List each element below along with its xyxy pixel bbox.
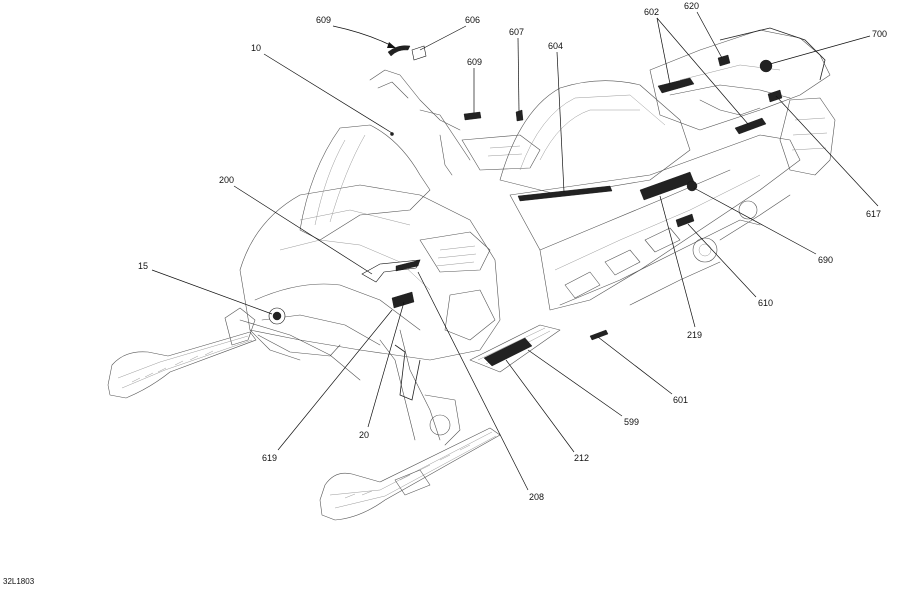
decal-602-a	[657, 77, 695, 94]
callout-700: 700	[872, 29, 887, 39]
decal-700	[759, 59, 773, 73]
callout-609-top: 609	[316, 15, 331, 25]
decal-219	[639, 171, 695, 201]
decal-15-inner	[272, 311, 282, 321]
handlebars	[369, 69, 541, 176]
callout-609-console: 609	[467, 57, 482, 67]
front-suspension	[239, 319, 461, 446]
left-ski	[107, 307, 257, 399]
leader-lines	[151, 11, 879, 491]
snowmobile-line-art	[107, 27, 836, 521]
callout-690: 690	[818, 255, 833, 265]
decal-212	[483, 337, 533, 367]
callout-200: 200	[219, 175, 234, 185]
callout-607: 607	[509, 27, 524, 37]
tunnel-chassis	[509, 134, 801, 311]
callout-20: 20	[359, 430, 369, 440]
callout-labels: 609 606 607 602 620 700 10 604 609 200 6…	[138, 1, 887, 502]
decal-602-b	[734, 117, 767, 135]
decals	[268, 45, 783, 367]
decal-10	[390, 132, 394, 136]
callout-604: 604	[548, 41, 563, 51]
callout-212: 212	[574, 453, 589, 463]
right-ski	[319, 427, 501, 521]
decal-606	[411, 45, 427, 61]
callout-10: 10	[251, 43, 261, 53]
decal-619	[717, 54, 731, 67]
decal-607	[515, 109, 524, 122]
callout-15: 15	[138, 261, 148, 271]
decal-690	[686, 180, 698, 192]
decal-200-badge	[395, 259, 421, 272]
decal-604-side-strip	[517, 185, 613, 202]
callout-606: 606	[465, 15, 480, 25]
decal-208	[391, 291, 415, 309]
decal-609-console	[463, 111, 482, 121]
reference-code: 32L1803	[3, 577, 35, 586]
callout-208: 208	[529, 492, 544, 502]
callout-620: 619	[262, 453, 277, 463]
callout-602: 602	[644, 7, 659, 17]
windshield	[299, 124, 431, 241]
callout-219: 219	[687, 330, 702, 340]
decal-601	[589, 329, 609, 341]
rear-suspension	[629, 97, 836, 306]
callout-610: 610	[758, 298, 773, 308]
callout-619: 620	[684, 1, 699, 11]
callout-617: 617	[866, 209, 881, 219]
callout-601: 601	[673, 395, 688, 405]
seat	[499, 80, 691, 196]
callout-599: 599	[624, 417, 639, 427]
decal-610	[675, 213, 695, 228]
